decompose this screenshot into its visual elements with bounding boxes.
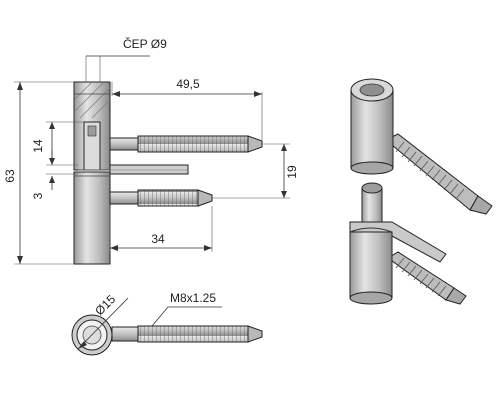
pin-diameter-label: ČEP Ø9 (123, 36, 167, 51)
thread-label: M8x1.25 (170, 291, 216, 305)
connecting-plate (109, 164, 189, 175)
dim-34: 34 (109, 206, 213, 252)
height-label: 63 (3, 169, 17, 183)
dim-3: 3 (31, 150, 78, 199)
dim-19: 19 (212, 143, 299, 199)
lower-threaded-rod (137, 189, 199, 207)
section-hatch (73, 81, 111, 119)
iso-lower-barrel (349, 231, 393, 299)
iso-upper-barrel (350, 89, 394, 169)
dim-pin-diameter: ČEP Ø9 (85, 36, 167, 82)
iso-lower-part (349, 182, 467, 305)
dim-height: 63 (3, 81, 74, 265)
top-view-threaded-rod (137, 325, 249, 343)
ring-diameter-label: Ø15 (92, 292, 118, 318)
dim-19-label: 19 (285, 165, 299, 179)
front-view (73, 81, 263, 265)
upper-threaded-rod (137, 135, 249, 153)
top-view (71, 314, 263, 356)
width-label: 49,5 (176, 77, 200, 91)
dim-3-label: 3 (31, 192, 45, 199)
dim-14-label: 14 (31, 139, 45, 153)
dim-34-label: 34 (151, 232, 165, 246)
lower-barrel (73, 171, 111, 265)
dim-width: 49,5 (111, 77, 263, 140)
iso-upper-part (350, 78, 493, 215)
dim-thread: M8x1.25 (151, 291, 222, 327)
